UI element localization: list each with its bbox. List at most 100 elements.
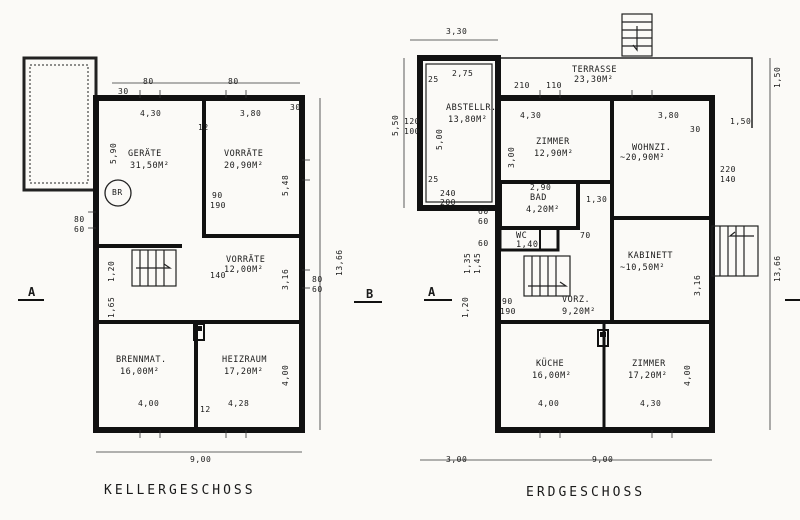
dim-erd-316: 3,16 bbox=[693, 274, 702, 296]
dim-erd-60a: 60 bbox=[478, 207, 489, 216]
room-width-wohnzimmer: 3,80 bbox=[658, 111, 680, 120]
room-label-kabinett: KABINETT bbox=[628, 251, 673, 261]
dim-erd-top-330: 3,30 bbox=[446, 27, 468, 36]
dim-keller-total-width: 9,00 bbox=[190, 455, 212, 464]
room-width-bad: 2,90 bbox=[530, 183, 552, 192]
dim-erd-1350: 1,35 bbox=[463, 252, 472, 274]
dim-erd-240: 240 bbox=[440, 189, 456, 198]
dim-keller-590: 5,90 bbox=[109, 142, 118, 164]
dim-erd-190: 190 bbox=[500, 307, 516, 316]
dim-erd-130: 1,30 bbox=[586, 195, 608, 204]
room-area-zimmer-1: 12,90M² bbox=[534, 149, 574, 159]
room-area-abstellraum: 13,80M² bbox=[448, 115, 488, 125]
section-marker-a-left: A bbox=[28, 285, 36, 299]
dim-keller-12a: 12 bbox=[198, 123, 209, 132]
dim-keller-316: 3,16 bbox=[281, 268, 290, 290]
room-area-geraete: 31,50M² bbox=[130, 161, 170, 171]
dim-erd-500: 5,00 bbox=[435, 128, 444, 150]
room-label-brennmat: BRENNMAT. bbox=[116, 355, 167, 365]
room-area-terrasse: 23,30M² bbox=[574, 75, 614, 85]
dim-erd-120: 120 bbox=[404, 117, 420, 126]
dim-erd-25: 25 bbox=[428, 75, 439, 84]
kellergeschoss-title: KELLERGESCHOSS bbox=[104, 483, 256, 498]
dim-erd-60b: 60 bbox=[478, 217, 489, 226]
dim-erd-120b: 1,20 bbox=[461, 296, 470, 318]
room-area-wohnzimmer: ~20,90M² bbox=[620, 153, 665, 163]
dim-erd-90: 90 bbox=[502, 297, 513, 306]
dim-erd-25b: 25 bbox=[428, 175, 439, 184]
erdgeschoss-title: ERDGESCHOSS bbox=[526, 485, 646, 500]
dim-keller-60c: 60 bbox=[312, 285, 323, 294]
light-well bbox=[22, 56, 98, 192]
dim-keller-12b: 12 bbox=[200, 405, 211, 414]
dim-keller-80c: 80 bbox=[312, 275, 323, 284]
dim-keller-30b: 30 bbox=[290, 103, 301, 112]
dim-erd-total-height: 13,66 bbox=[773, 255, 782, 282]
dim-erd-30: 30 bbox=[690, 125, 701, 134]
room-label-zimmer-2: ZIMMER bbox=[632, 359, 666, 369]
room-label-terrasse: TERRASSE bbox=[572, 65, 617, 75]
erdgeschoss-walls bbox=[403, 13, 800, 461]
room-area-vorraete-1: 20,90M² bbox=[224, 161, 264, 171]
room-width-vorraete-1: 3,80 bbox=[240, 109, 262, 118]
room-width-kueche: 4,00 bbox=[538, 399, 560, 408]
room-area-wc: 1,40 bbox=[516, 240, 539, 250]
room-width-zimmer-1: 4,30 bbox=[520, 111, 542, 120]
dim-keller-80b: 80 bbox=[228, 77, 239, 86]
dim-erd-150: 1,50 bbox=[730, 117, 752, 126]
room-label-vorraete-2: VORRÄTE bbox=[226, 255, 266, 265]
dim-erd-200: 200 bbox=[440, 198, 456, 207]
room-label-wc: WC bbox=[516, 231, 528, 241]
room-area-vorraete-2: 12,00M² bbox=[224, 265, 264, 275]
dim-erd-550: 5,50 bbox=[391, 114, 400, 136]
room-label-vorzimmer: VORZ. bbox=[562, 295, 591, 305]
room-area-heizraum: 17,20M² bbox=[224, 367, 264, 377]
dim-erd-total-width: 9,00 bbox=[592, 455, 614, 464]
dim-keller-30a: 30 bbox=[118, 87, 129, 96]
dim-erd-left-300: 3,00 bbox=[446, 455, 468, 464]
dim-keller-total-height: 13,66 bbox=[335, 249, 344, 276]
dim-erd-110: 110 bbox=[546, 81, 562, 90]
kellergeschoss-walls bbox=[18, 56, 382, 453]
dim-keller-400: 4,00 bbox=[281, 364, 290, 386]
room-label-zimmer-1: ZIMMER bbox=[536, 137, 570, 147]
dim-keller-120: 1,20 bbox=[107, 260, 116, 282]
room-area-zimmer-2: 17,20M² bbox=[628, 371, 668, 381]
dim-erd-60c: 60 bbox=[478, 239, 489, 248]
room-label-bad: BAD bbox=[530, 193, 547, 203]
room-area-kabinett: ~10,50M² bbox=[620, 263, 665, 273]
room-width-brennmat: 4,00 bbox=[138, 399, 160, 408]
dim-keller-90: 90 bbox=[212, 191, 223, 200]
dim-erd-150b: 1,50 bbox=[773, 66, 782, 88]
section-marker-a-mid: A bbox=[428, 285, 436, 299]
dim-erd-145: 1,45 bbox=[473, 252, 482, 274]
room-label-heizraum: HEIZRAUM bbox=[222, 355, 267, 365]
room-area-vorzimmer: 9,20M² bbox=[562, 307, 596, 317]
room-area-bad: 4,20M² bbox=[526, 205, 560, 215]
room-label-geraete: GERÄTE bbox=[128, 149, 162, 159]
boiler-badge: BR bbox=[112, 188, 123, 197]
dim-erd-100: 100 bbox=[404, 127, 420, 136]
dim-erd-210: 210 bbox=[514, 81, 530, 90]
dim-keller-60: 60 bbox=[74, 225, 85, 234]
room-width-abstellraum: 2,75 bbox=[452, 69, 474, 78]
dim-erd-400: 4,00 bbox=[683, 364, 692, 386]
room-width-heizraum: 4,28 bbox=[228, 399, 250, 408]
dim-keller-140: 140 bbox=[210, 271, 226, 280]
dim-keller-165: 1,65 bbox=[107, 296, 116, 318]
room-label-vorraete-1: VORRÄTE bbox=[224, 149, 264, 159]
dim-keller-548: 5,48 bbox=[281, 174, 290, 196]
room-area-kueche: 16,00M² bbox=[532, 371, 572, 381]
room-width-zimmer-2: 4,30 bbox=[640, 399, 662, 408]
section-marker-b: B bbox=[366, 287, 374, 301]
dim-erd-70: 70 bbox=[580, 231, 591, 240]
dim-keller-80: 80 bbox=[74, 215, 85, 224]
room-width-geraete: 4,30 bbox=[140, 109, 162, 118]
room-label-wohnzimmer: WOHNZI. bbox=[632, 143, 672, 153]
dim-erd-140: 140 bbox=[720, 175, 736, 184]
dim-erd-220: 220 bbox=[720, 165, 736, 174]
room-area-brennmat: 16,00M² bbox=[120, 367, 160, 377]
room-label-abstellraum: ABSTELLR. bbox=[446, 103, 497, 113]
dim-keller-190: 190 bbox=[210, 201, 226, 210]
